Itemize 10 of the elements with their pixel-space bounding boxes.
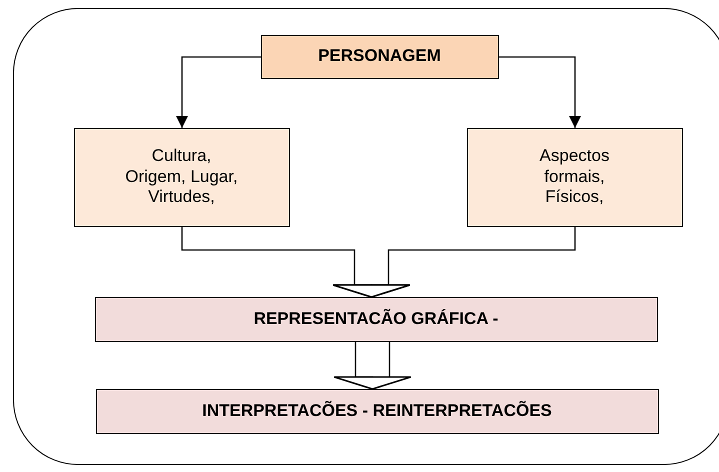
arrow xyxy=(499,56,581,128)
arrow xyxy=(176,56,261,128)
container-frame xyxy=(13,8,719,465)
arrow xyxy=(333,341,412,390)
category-box: Aspectos formais, Físicos, xyxy=(466,128,682,226)
process-box: INTERPRETACÕES - REINTERPRETACÕES xyxy=(96,388,658,434)
arrow xyxy=(332,227,576,298)
category-box: Cultura, Origem, Lugar, Virtudes, xyxy=(74,128,290,226)
title-box: PERSONAGEM xyxy=(260,34,498,78)
process-box: REPRESENTACÃO GRÁFICA - xyxy=(94,296,658,342)
